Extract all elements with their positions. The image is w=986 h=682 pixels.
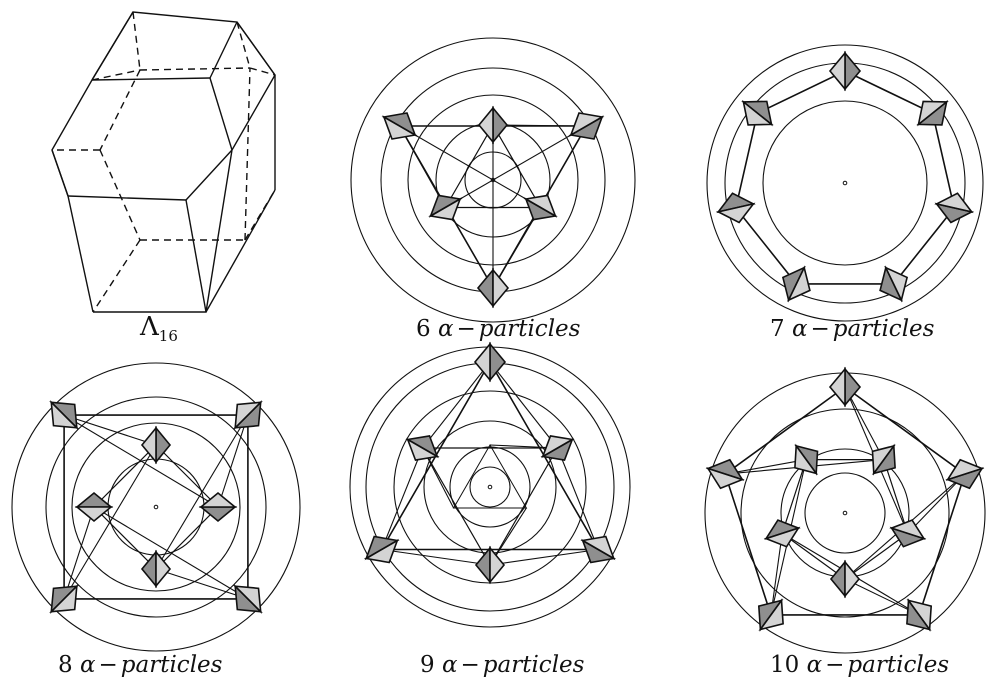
alpha-symbol: α <box>80 652 96 678</box>
minus-sign: − <box>822 652 847 678</box>
lambda16-label: Λ16 <box>140 312 178 345</box>
alpha-tetrahedron <box>408 436 438 460</box>
outer-polygon <box>736 71 954 284</box>
alpha-symbol: α <box>807 652 823 678</box>
caption-word: particles <box>483 652 585 678</box>
layer-strut <box>156 415 248 569</box>
alpha-tetrahedron <box>919 101 947 125</box>
shell-circle <box>108 459 204 555</box>
layer-strut <box>382 550 490 566</box>
lambda16-polytope <box>52 12 275 312</box>
inner-polygon <box>94 445 218 569</box>
layer-strut <box>490 550 598 566</box>
minus-sign: − <box>454 316 479 342</box>
alpha-tetrahedron <box>235 586 261 612</box>
caption-number: 8 <box>58 652 73 678</box>
alpha-tetrahedron <box>795 446 818 474</box>
alpha-tetrahedron <box>479 108 507 142</box>
alpha-tetrahedron <box>831 562 859 596</box>
alpha-tetrahedron <box>476 548 504 582</box>
alpha-tetrahedron <box>543 436 573 460</box>
diagram-6-alpha <box>351 38 635 322</box>
alpha-tetrahedron <box>743 101 771 125</box>
alpha-tetrahedron <box>142 428 170 462</box>
layer-strut <box>490 362 558 448</box>
alpha-tetrahedron <box>571 113 602 139</box>
alpha-tetrahedron <box>708 460 742 489</box>
alpha-tetrahedron <box>51 402 77 428</box>
diagram-10-alpha <box>705 369 985 653</box>
alpha-tetrahedron <box>201 493 235 521</box>
alpha-tetrahedron <box>478 270 508 306</box>
tetra-face-dark <box>845 53 860 89</box>
alpha-symbol: α <box>792 316 808 342</box>
alpha-tetrahedron <box>873 446 896 474</box>
extra-polygon <box>454 445 527 508</box>
diagram-7-alpha <box>707 45 983 321</box>
alpha-tetrahedron <box>235 402 261 428</box>
alpha-tetrahedron <box>937 193 972 222</box>
alpha-tetrahedron <box>759 600 783 629</box>
alpha-tetrahedron <box>718 193 753 222</box>
alpha-tetrahedron <box>51 586 77 612</box>
caption-word: particles <box>833 316 935 342</box>
alpha-tetrahedron <box>77 493 111 521</box>
center-point <box>154 505 158 509</box>
alpha-tetrahedron <box>907 600 931 629</box>
layer-strut <box>64 445 156 599</box>
shell-circle <box>470 467 510 507</box>
tetra-face-light <box>845 562 859 596</box>
alpha-tetrahedron <box>766 520 798 547</box>
minus-sign: − <box>458 652 483 678</box>
layer-strut <box>382 448 423 550</box>
minus-sign: − <box>96 652 121 678</box>
alpha-tetrahedron <box>384 113 415 139</box>
alpha-symbol: α <box>442 652 458 678</box>
shell-circle <box>805 473 885 553</box>
alpha-tetrahedron <box>526 195 556 219</box>
shell-circle <box>450 447 530 527</box>
shell-circle <box>763 101 927 265</box>
minus-sign: − <box>808 316 833 342</box>
alpha-tetrahedron <box>142 552 170 586</box>
caption-9-alpha: 9 α−particles <box>420 652 584 678</box>
alpha-symbol: α <box>438 316 454 342</box>
diagram-9-alpha <box>350 344 630 627</box>
caption-word: particles <box>847 652 949 678</box>
diagram-8-alpha <box>12 363 300 651</box>
alpha-tetrahedron <box>892 520 924 547</box>
center-point <box>488 485 492 489</box>
layer-strut <box>558 448 599 550</box>
alpha-tetrahedron <box>830 53 860 89</box>
shell-circle <box>350 347 630 627</box>
caption-number: 6 <box>416 316 431 342</box>
layer-strut <box>94 507 248 599</box>
lambda-symbol: Λ <box>140 312 159 342</box>
alpha-tetrahedron <box>431 195 461 219</box>
tetra-face-light <box>830 369 845 405</box>
caption-6-alpha: 6 α−particles <box>416 316 580 342</box>
tetra-face-dark <box>845 369 860 405</box>
shell-circle <box>705 373 985 653</box>
lambda-subscript: 16 <box>159 327 178 345</box>
caption-number: 7 <box>770 316 785 342</box>
layer-strut <box>423 362 491 448</box>
caption-number: 10 <box>770 652 799 678</box>
tetra-face-light <box>830 53 845 89</box>
alpha-tetrahedron <box>830 369 860 405</box>
center-point <box>843 181 847 185</box>
center-point <box>843 511 847 515</box>
caption-word: particles <box>121 652 223 678</box>
layer-strut <box>64 415 218 507</box>
caption-8-alpha: 8 α−particles <box>58 652 222 678</box>
alpha-tetrahedron <box>366 537 397 563</box>
caption-word: particles <box>479 316 581 342</box>
caption-number: 9 <box>420 652 435 678</box>
shell-circle <box>725 63 965 303</box>
caption-7-alpha: 7 α−particles <box>770 316 934 342</box>
alpha-tetrahedron <box>583 537 614 563</box>
caption-10-alpha: 10 α−particles <box>770 652 949 678</box>
